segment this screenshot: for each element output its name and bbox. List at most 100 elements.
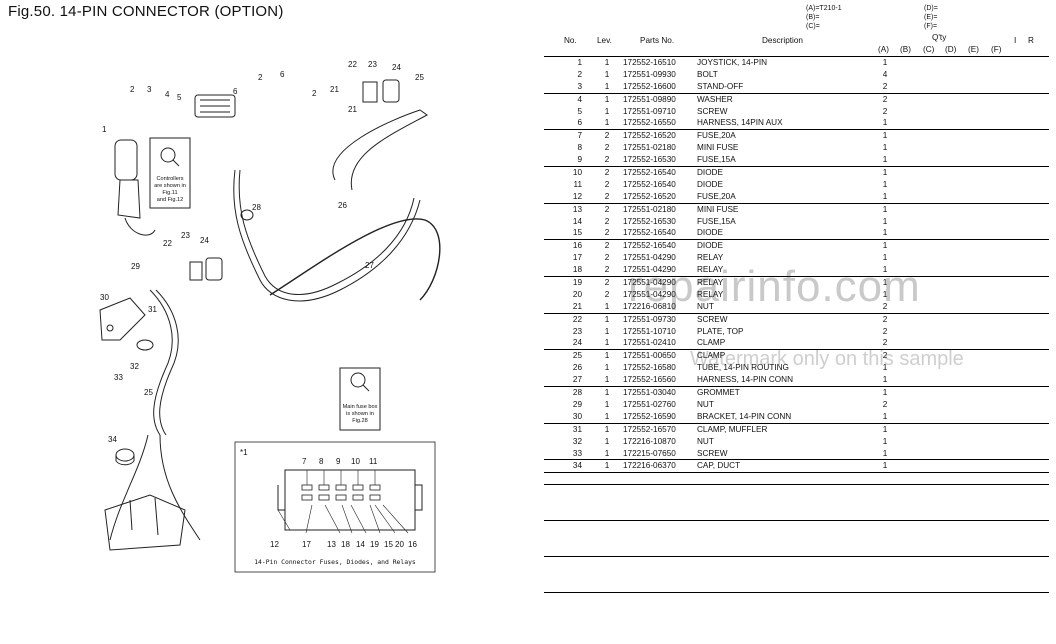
callout-label: 32 [130, 362, 139, 371]
cell-no: 12 [572, 191, 582, 201]
inset-bottom-label: 18 [341, 540, 350, 549]
cell-no: 1 [577, 58, 582, 67]
cell-part-no: 172551-00650 [623, 351, 676, 361]
cell-part-no: 172552-16560 [623, 375, 676, 385]
legend-item: (C)= [806, 23, 820, 30]
cell-lev: 1 [604, 448, 610, 458]
qty-col-header: (D) [945, 45, 957, 54]
cell-no: 22 [572, 314, 582, 324]
cell-description: WASHER [697, 94, 733, 104]
cell-qty: 2 [882, 351, 888, 361]
cell-lev: 2 [604, 204, 610, 214]
cell-qty: 2 [882, 326, 888, 336]
cell-qty: 1 [882, 424, 888, 434]
cell-description: MINI FUSE [697, 143, 739, 153]
cell-no: 31 [572, 424, 582, 434]
cell-qty: 1 [882, 436, 888, 446]
cell-qty: 1 [882, 253, 888, 263]
cell-no: 24 [572, 338, 582, 348]
table-blank-rule [544, 520, 1049, 521]
inset-top-label: 10 [351, 457, 360, 466]
cell-part-no: 172551-09710 [623, 106, 676, 116]
cell-qty: 4 [882, 69, 888, 79]
cell-lev: 2 [604, 168, 610, 178]
note-fusebox-line: Main fuse box [343, 404, 378, 410]
cell-qty: 2 [882, 94, 888, 104]
cell-lev: 1 [604, 375, 610, 385]
cell-qty: 1 [882, 363, 888, 373]
cell-description: BOLT [697, 69, 718, 79]
cell-lev: 1 [604, 69, 610, 79]
cell-no: 2 [577, 69, 582, 79]
inset-bottom-label: 13 [327, 540, 336, 549]
cell-description: CLAMP [697, 351, 726, 361]
col-header-lev: Lev. [597, 36, 612, 45]
cell-qty: 2 [882, 399, 888, 409]
cell-part-no: 172551-02760 [623, 399, 676, 409]
callout-label: 2 [312, 89, 317, 98]
cell-no: 28 [572, 388, 582, 398]
cell-description: GROMMET [697, 388, 740, 398]
cell-description: RELAY [697, 253, 724, 263]
cell-qty: 1 [882, 461, 888, 471]
legend-item: (B)= [806, 14, 820, 21]
cell-part-no: 172552-16530 [623, 155, 676, 165]
cell-description: DIODE [697, 179, 723, 189]
cell-part-no: 172215-07650 [623, 448, 676, 458]
cell-no: 8 [577, 143, 582, 153]
cell-lev: 1 [604, 106, 610, 116]
table-blank-rule [544, 484, 1049, 485]
cell-no: 33 [572, 448, 582, 458]
inset-bottom-label: 17 [302, 540, 311, 549]
cell-no: 17 [572, 253, 582, 263]
cell-part-no: 172552-16580 [623, 363, 676, 373]
cell-lev: 1 [604, 399, 610, 409]
cell-no: 9 [577, 155, 582, 165]
table-header: No. Lev. Parts No. Description Q'ty I R … [544, 33, 1049, 57]
callout-label: 25 [144, 388, 153, 397]
callout-label: 6 [280, 70, 285, 79]
table-end-rule [544, 472, 1049, 474]
cell-lev: 1 [604, 436, 610, 446]
qty-col-header: (F) [991, 45, 1002, 54]
cell-no: 18 [572, 265, 582, 275]
callout-label: 21 [348, 105, 357, 114]
callout-label: 23 [368, 60, 377, 69]
cell-part-no: 172552-16530 [623, 216, 676, 226]
col-header-desc: Description [762, 36, 803, 45]
cell-part-no: 172551-09930 [623, 69, 676, 79]
cell-part-no: 172551-09890 [623, 94, 676, 104]
callout-label: 24 [392, 63, 401, 72]
cell-lev: 1 [604, 411, 610, 421]
callout-label: 4 [165, 90, 170, 99]
note-controllers-line: Fig.11 [162, 190, 177, 196]
callout-label: 22 [163, 239, 172, 248]
cell-no: 3 [577, 81, 582, 91]
table-row: 2 1 172551-09930 BOLT 4 [544, 69, 1049, 81]
callout-label: 5 [177, 93, 182, 102]
callout-label: 6 [233, 87, 238, 96]
note-fusebox-line: Fig.28 [352, 418, 368, 424]
cell-lev: 2 [604, 191, 610, 201]
cell-part-no: 172552-16540 [623, 228, 676, 238]
cell-qty: 1 [882, 375, 888, 385]
cell-qty: 1 [882, 131, 888, 141]
inset-bottom-label: 15 [384, 540, 393, 549]
inset-bottom-label: 16 [408, 540, 417, 549]
callout-label: 1 [102, 125, 107, 134]
callout-label: 3 [147, 85, 152, 94]
cell-part-no: 172216-10870 [623, 436, 676, 446]
cell-description: FUSE,20A [697, 131, 736, 141]
cell-part-no: 172551-02180 [623, 204, 676, 214]
callout-label: 23 [181, 231, 190, 240]
